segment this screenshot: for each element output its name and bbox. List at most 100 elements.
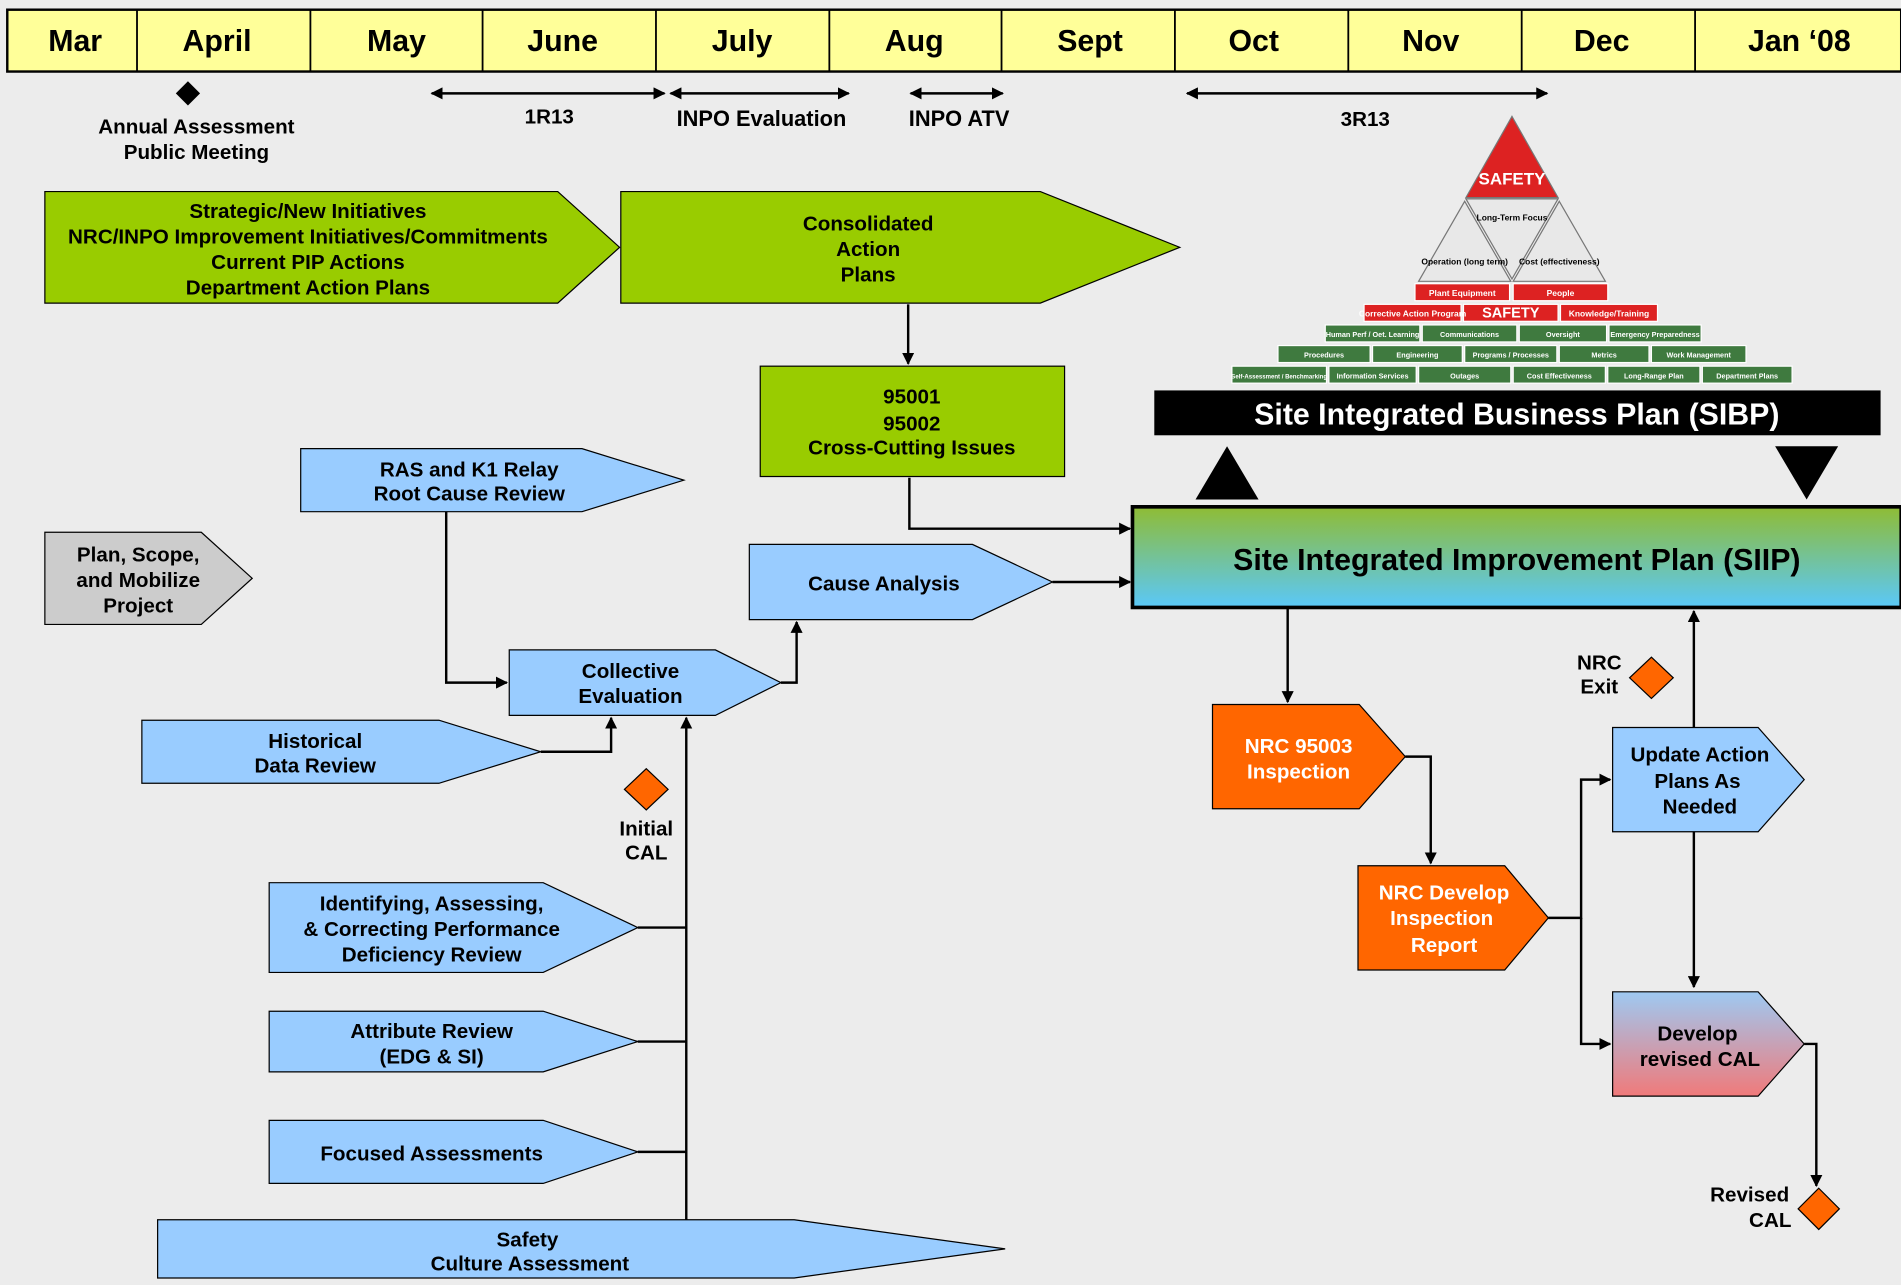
box-text: Plans [841, 263, 896, 286]
pyramid-cell [1607, 365, 1701, 384]
box-text: Consolidated [803, 212, 934, 235]
pyramid-cell [1559, 303, 1659, 322]
box-text: Root Cause Review [374, 483, 566, 506]
pyramid-cell [1231, 365, 1328, 384]
connectors-left [444, 304, 1132, 1220]
initial-cal-diamond-icon [623, 767, 669, 811]
box-text: (EDG & SI) [380, 1045, 484, 1068]
pyramid-cell [1518, 324, 1608, 343]
pyramid-text: Procedures [1304, 351, 1344, 360]
up-triangle-icon [1195, 446, 1259, 500]
pyramid-text: Oversight [1546, 330, 1580, 339]
span-label: INPO Evaluation [677, 106, 847, 131]
month-label: Aug [885, 25, 944, 58]
box-text: Attribute Review [350, 1020, 514, 1043]
pyramid-text: Knowledge/Training [1569, 308, 1649, 318]
span-label: 3R13 [1341, 108, 1390, 131]
box-text: RAS and K1 Relay [380, 459, 559, 482]
pyramid-text: Emergency Preparedness [1610, 330, 1699, 339]
box-text: and Mobilize [76, 569, 200, 592]
box-text: Culture Assessment [431, 1253, 630, 1276]
focused-assessments-box: Focused Assessments [268, 1119, 640, 1185]
timeline: Mar April May June July Aug Sept Oct Nov… [6, 8, 1901, 73]
month-label: July [712, 25, 773, 58]
box-text: 95001 [883, 386, 940, 409]
pyramid-text: Operation (long term) [1421, 256, 1508, 266]
box-text: & Correcting Performance [303, 918, 560, 941]
sibp-pyramid: SAFETY Long-Term Focus Operation (long t… [1231, 115, 1793, 384]
box-text: NRC Develop [1379, 882, 1510, 905]
month-label: Oct [1228, 25, 1279, 58]
pyramid-text: Programs / Processes [1473, 351, 1549, 360]
box-text: Plan, Scope, [77, 543, 200, 566]
box-text: Inspection [1247, 760, 1350, 783]
box-text: Focused Assessments [320, 1142, 543, 1165]
pyramid-cell [1324, 324, 1421, 343]
box-text: Action [836, 238, 900, 261]
milestone-label: CAL [1749, 1209, 1791, 1232]
nrc-exit-diamond-icon [1628, 656, 1675, 700]
pyramid-text: Communications [1440, 330, 1499, 339]
revised-cal-milestone: Revised CAL [1710, 1184, 1841, 1232]
sibp-title: Site Integrated Business Plan (SIBP) [1254, 398, 1779, 431]
milestone-label: Exit [1580, 676, 1618, 699]
consolidated-action-plans-box: Consolidated Action Plans [620, 190, 1182, 304]
pyramid-text: Work Management [1666, 351, 1731, 360]
box-text: Report [1411, 934, 1478, 957]
siip-title: Site Integrated Improvement Plan (SIIP) [1233, 544, 1800, 577]
span-label: INPO ATV [909, 106, 1010, 131]
box-text: Data Review [255, 754, 377, 777]
box-text: Develop [1657, 1022, 1737, 1045]
box-text: Historical [268, 730, 362, 753]
month-label: Dec [1574, 25, 1630, 58]
month-label: April [183, 25, 252, 58]
box-text: Department Action Plans [186, 277, 430, 300]
pyramid-tier [1417, 200, 1512, 282]
box-text: Strategic/New Initiatives [189, 200, 426, 223]
cross-cutting-issues-box: 95001 95002 Cross-Cutting Issues [759, 365, 1066, 478]
nrc-develop-report-box: NRC Develop Inspection Report [1357, 865, 1550, 971]
pyramid-text: Self-Assessment / Benchmarking [1231, 374, 1327, 380]
box-text: NRC 95003 [1245, 735, 1353, 758]
pyramid-cell [1277, 344, 1371, 364]
safety-culture-assessment-box: Safety Culture Assessment [157, 1219, 1006, 1279]
develop-revised-cal-box: Develop revised CAL [1612, 991, 1806, 1097]
connector [908, 477, 1132, 535]
pyramid-text: Long-Range Plan [1624, 371, 1684, 380]
initial-cal-milestone: Initial CAL [619, 767, 673, 865]
box-text: Project [103, 594, 173, 617]
pyramid-cell [1363, 303, 1462, 322]
pyramid-tier [1512, 200, 1607, 282]
pyramid-cell [1414, 283, 1511, 302]
milestone-label: CAL [625, 842, 667, 865]
box-text: Cause Analysis [808, 572, 960, 595]
pyramid-cell [1608, 324, 1702, 343]
pyramid-tier [1464, 198, 1560, 281]
connector [1548, 773, 1612, 920]
pyramid-text: Outages [1450, 371, 1479, 380]
connector [780, 620, 803, 684]
pyramid-text: SAFETY [1482, 306, 1540, 322]
pyramid-text: Cost Effectiveness [1527, 371, 1592, 380]
box-text: Collective [582, 660, 679, 683]
nrc-exit-milestone: NRC Exit [1577, 651, 1675, 700]
nrc-95003-box: NRC 95003 Inspection [1211, 703, 1407, 810]
month-label: Mar [48, 25, 102, 58]
connector [1405, 755, 1437, 865]
box-text: Identifying, Assessing, [320, 893, 544, 916]
connector [1804, 1042, 1823, 1188]
pyramid-text: Human Perf / Oet. Learning [1326, 330, 1420, 339]
sibp-banner: Site Integrated Business Plan (SIBP) [1154, 390, 1881, 500]
update-action-plans-box: Update Action Plans As Needed [1612, 726, 1806, 833]
pyramid-cell [1512, 365, 1606, 384]
connector [540, 716, 618, 753]
ras-k1-relay-box: RAS and K1 Relay Root Cause Review [300, 448, 686, 513]
box-text: Current PIP Actions [211, 251, 405, 274]
pyramid-cell [1418, 365, 1512, 384]
milestone-label: Annual Assessment [98, 115, 294, 138]
pyramid-cell [1512, 283, 1609, 302]
milestone-label: Public Meeting [124, 141, 269, 164]
pyramid-cell [1701, 365, 1793, 384]
